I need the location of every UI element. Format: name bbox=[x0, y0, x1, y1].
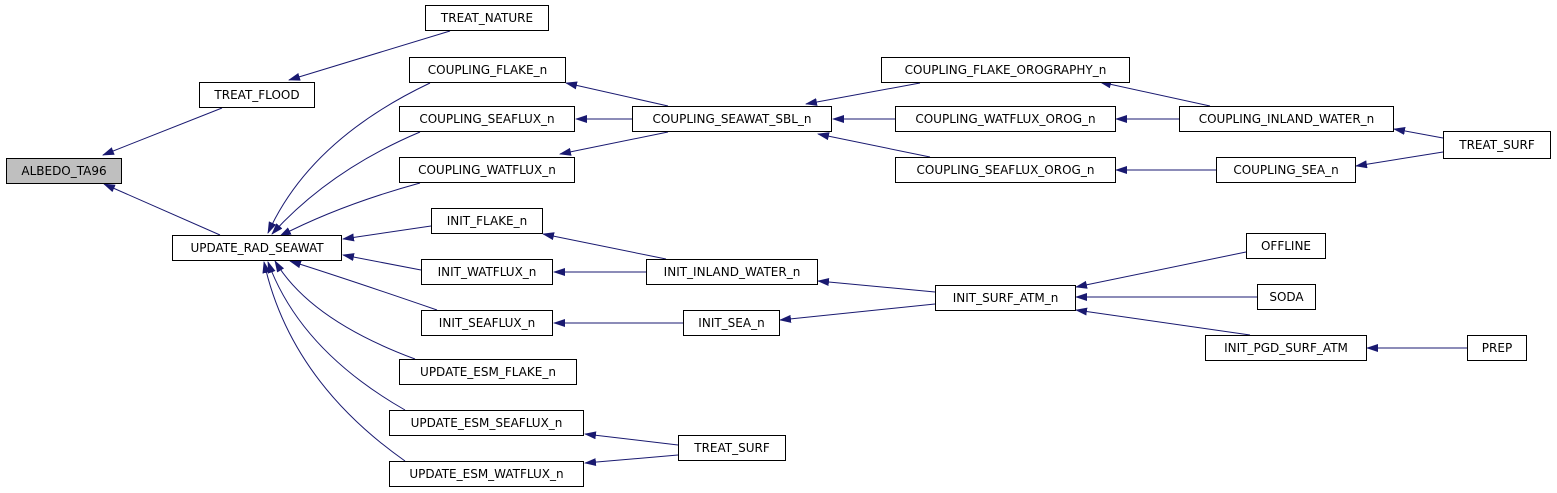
node-coupling-watflux-n[interactable]: COUPLING_WATFLUX_n bbox=[399, 157, 575, 183]
node-coupling-seaflux-orog-n[interactable]: COUPLING_SEAFLUX_OROG_n bbox=[895, 157, 1116, 183]
edge-from-update-esm-seaflux-n bbox=[267, 261, 406, 411]
edge-from-init-flake-n bbox=[342, 225, 432, 242]
edge-from-init-seaflux-n bbox=[289, 260, 438, 311]
node-coupling-flake-n[interactable]: COUPLING_FLAKE_n bbox=[409, 57, 566, 83]
node-treat-flood[interactable]: TREAT_FLOOD bbox=[199, 82, 315, 108]
node-treat-nature[interactable]: TREAT_NATURE bbox=[425, 5, 549, 31]
edge-from-init-pgd-surf-atm bbox=[1075, 307, 1251, 336]
node-init-sea-n[interactable]: INIT_SEA_n bbox=[683, 310, 780, 336]
edge-from-update-esm-watflux-n bbox=[262, 261, 406, 462]
edge-from-offline bbox=[1075, 251, 1247, 289]
node-treat-surf-right[interactable]: TREAT_SURF bbox=[1443, 131, 1551, 159]
edge-from-treat-nature bbox=[288, 30, 451, 81]
node-init-flake-n[interactable]: INIT_FLAKE_n bbox=[431, 208, 543, 234]
edge-from-treat-surf-right bbox=[1355, 151, 1444, 169]
node-update-esm-flake-n[interactable]: UPDATE_ESM_FLAKE_n bbox=[399, 359, 577, 385]
node-coupling-sea-n[interactable]: COUPLING_SEA_n bbox=[1216, 157, 1356, 183]
node-init-inland-water-n[interactable]: INIT_INLAND_WATER_n bbox=[646, 259, 818, 285]
node-init-watflux-n[interactable]: INIT_WATFLUX_n bbox=[421, 259, 553, 285]
node-prep[interactable]: PREP bbox=[1467, 335, 1527, 361]
edge-from-treat-surf-bottom bbox=[584, 454, 679, 467]
node-soda[interactable]: SODA bbox=[1257, 284, 1316, 310]
edge-from-init-surf-atm-n bbox=[779, 303, 936, 323]
edge-from-coupling-inland-water-n bbox=[1099, 80, 1211, 107]
node-coupling-seaflux-n[interactable]: COUPLING_SEAFLUX_n bbox=[399, 106, 575, 132]
edge-from-update-rad-seawat bbox=[103, 183, 221, 236]
node-coupling-flake-orography-n[interactable]: COUPLING_FLAKE_OROGRAPHY_n bbox=[881, 57, 1130, 83]
edge-from-treat-flood bbox=[102, 107, 223, 156]
edge-from-coupling-flake-n bbox=[267, 82, 431, 234]
node-update-rad-seawat[interactable]: UPDATE_RAD_SEAWAT bbox=[172, 235, 342, 261]
node-coupling-seawat-sbl-n[interactable]: COUPLING_SEAWAT_SBL_n bbox=[632, 106, 832, 132]
node-offline[interactable]: OFFLINE bbox=[1246, 233, 1326, 259]
node-treat-surf-bottom[interactable]: TREAT_SURF bbox=[678, 435, 786, 461]
node-albedo-ta96: ALBEDO_TA96 bbox=[6, 158, 122, 184]
node-init-seaflux-n[interactable]: INIT_SEAFLUX_n bbox=[421, 310, 553, 336]
edge-from-update-esm-flake-n bbox=[274, 260, 416, 360]
edge-from-coupling-seaflux-n bbox=[271, 131, 421, 235]
edge-from-coupling-seawat-sbl-n bbox=[559, 131, 669, 156]
edge-from-coupling-seawat-sbl-n bbox=[565, 81, 669, 107]
edge-from-init-watflux-n bbox=[342, 253, 422, 271]
edge-from-init-surf-atm-n bbox=[817, 278, 936, 293]
edge-from-treat-surf-right bbox=[1393, 127, 1444, 139]
edge-from-coupling-seaflux-orog-n bbox=[817, 132, 931, 158]
edge-from-treat-surf-bottom bbox=[584, 431, 679, 446]
edge-from-coupling-flake-orography-n bbox=[805, 82, 921, 106]
edge-from-coupling-watflux-n bbox=[279, 182, 421, 237]
node-init-surf-atm-n[interactable]: INIT_SURF_ATM_n bbox=[935, 285, 1076, 311]
node-update-esm-seaflux-n[interactable]: UPDATE_ESM_SEAFLUX_n bbox=[389, 410, 584, 436]
node-coupling-watflux-orog-n[interactable]: COUPLING_WATFLUX_OROG_n bbox=[895, 106, 1116, 132]
node-init-pgd-surf-atm[interactable]: INIT_PGD_SURF_ATM bbox=[1205, 335, 1367, 361]
node-update-esm-watflux-n[interactable]: UPDATE_ESM_WATFLUX_n bbox=[389, 461, 584, 487]
edge-from-init-inland-water-n bbox=[542, 232, 667, 260]
node-coupling-inland-water-n[interactable]: COUPLING_INLAND_WATER_n bbox=[1179, 106, 1394, 132]
